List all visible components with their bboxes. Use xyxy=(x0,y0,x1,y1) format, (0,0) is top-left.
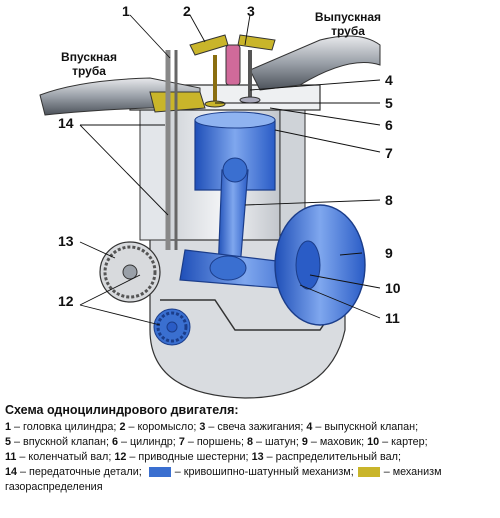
callout-3: 3 xyxy=(247,3,255,19)
callout-4: 4 xyxy=(385,72,393,88)
caption-text: – картер; xyxy=(379,436,428,448)
callout-2: 2 xyxy=(183,3,191,19)
caption-number: 11 xyxy=(5,451,17,463)
callout-5: 5 xyxy=(385,95,393,111)
caption-text: – приводные шестерни; xyxy=(126,451,252,463)
callout-7: 7 xyxy=(385,145,393,161)
caption-number: 13 xyxy=(251,451,264,463)
crank-gear xyxy=(153,308,191,346)
caption-text: – цилиндр; xyxy=(117,436,179,448)
callout-9: 9 xyxy=(385,245,393,261)
crank-mechanism-swatch xyxy=(148,467,171,478)
spark-plug xyxy=(225,44,241,86)
caption-line: 5 – впускной клапан; 6 – цилиндр; 7 – по… xyxy=(5,435,497,450)
callout-12: 12 xyxy=(58,293,74,309)
callout-14: 14 xyxy=(58,115,74,131)
callout-8: 8 xyxy=(385,192,393,208)
caption-number: 2 xyxy=(119,421,126,433)
caption-line: 14 – передаточные детали; – кривошипно-ш… xyxy=(5,465,497,480)
callout-10: 10 xyxy=(385,280,401,296)
callout-13: 13 xyxy=(58,233,74,249)
caption-number: 14 xyxy=(5,466,18,478)
caption: Схема одноцилиндрового двигателя: 1 – го… xyxy=(5,403,497,495)
caption-number: 6 xyxy=(111,436,118,448)
callout-1: 1 xyxy=(122,3,130,19)
caption-number: 5 xyxy=(5,436,12,448)
caption-line: 1 – головка цилиндра; 2 – коромысло; 3 –… xyxy=(5,420,497,435)
caption-title: Схема одноцилиндрового двигателя: xyxy=(5,403,239,417)
caption-number: 12 xyxy=(114,451,127,463)
caption-text: – впускной клапан; xyxy=(11,436,112,448)
legend-timing-continued: газораспределения xyxy=(5,481,103,493)
caption-number: 7 xyxy=(178,436,185,448)
caption-number: 10 xyxy=(367,436,380,448)
caption-number: 4 xyxy=(306,421,313,433)
caption-number: 8 xyxy=(246,436,253,448)
caption-text: – распределительный вал; xyxy=(263,451,401,463)
caption-text: – головка цилиндра; xyxy=(11,421,120,433)
caption-text: – шатун; xyxy=(252,436,302,448)
caption-text: – выпускной клапан; xyxy=(312,421,419,433)
caption-line: 11 – коленчатый вал; 12 – приводные шест… xyxy=(5,450,497,465)
callout-6: 6 xyxy=(385,117,393,133)
caption-number: 1 xyxy=(5,421,12,433)
timing-mechanism-swatch xyxy=(357,467,380,478)
intake-pipe-label: Впускная труба xyxy=(61,50,117,78)
caption-body: 1 – головка цилиндра; 2 – коромысло; 3 –… xyxy=(5,420,497,495)
rocker-arm xyxy=(189,34,229,56)
caption-text: – свеча зажигания; xyxy=(205,421,307,433)
caption-number: 9 xyxy=(301,436,308,448)
legend-timing-label: – механизм xyxy=(383,466,442,478)
engine-diagram xyxy=(39,14,381,399)
camshaft-gear xyxy=(99,241,161,303)
caption-text: – передаточные детали; xyxy=(17,466,145,478)
callout-11: 11 xyxy=(385,310,400,326)
legend-crank-label: – кривошипно-шатунный механизм; xyxy=(174,466,354,478)
caption-text: – маховик; xyxy=(307,436,368,448)
caption-text: – коромысло; xyxy=(125,421,200,433)
exhaust-pipe xyxy=(249,35,381,91)
exhaust-pipe-label: Выпускная труба xyxy=(314,10,382,38)
caption-text: – коленчатый вал; xyxy=(16,451,115,463)
caption-number: 3 xyxy=(199,421,206,433)
caption-text: – поршень; xyxy=(184,436,247,448)
